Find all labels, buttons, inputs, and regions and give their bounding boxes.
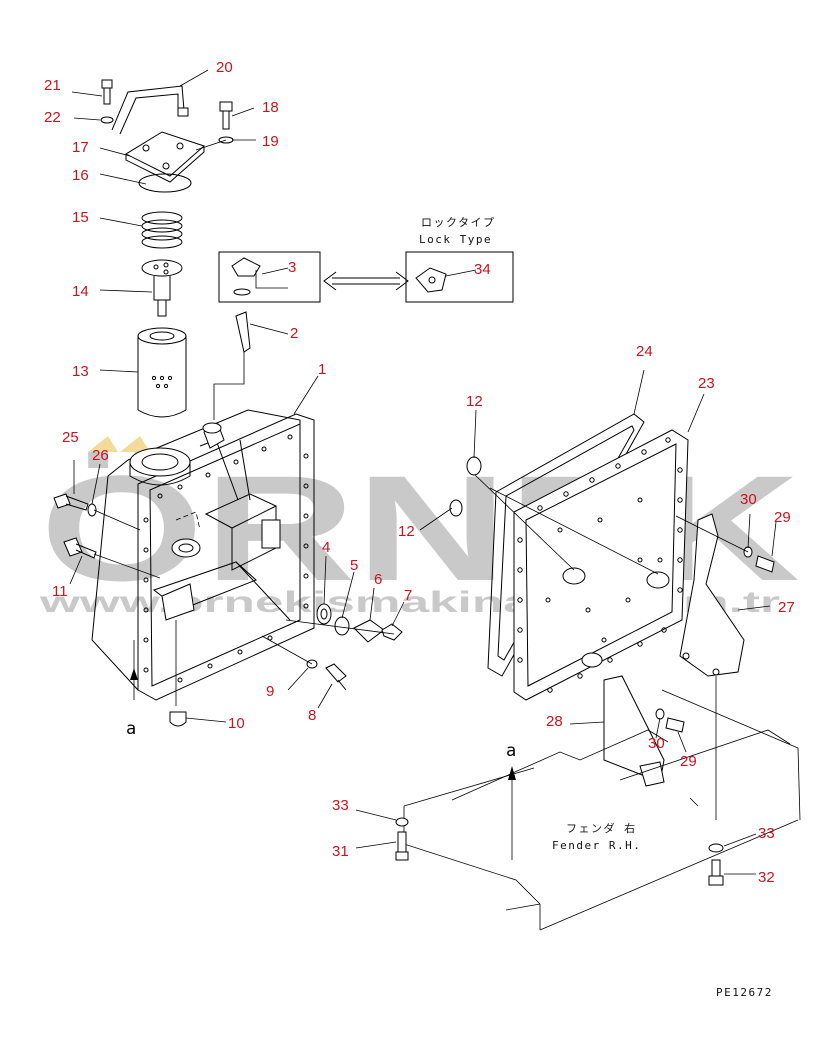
lock-type-japanese-label: ロックタイプ — [421, 216, 496, 229]
callout-13: 13 — [72, 363, 89, 380]
cover-plate — [513, 429, 689, 701]
callout-23: 23 — [698, 375, 715, 392]
callout-30-lower: 30 — [648, 735, 665, 752]
view-marker-right: a — [506, 741, 516, 761]
lock-cap-box — [405, 251, 514, 303]
callout-4: 4 — [322, 539, 330, 556]
view-marker-left: a — [126, 719, 136, 739]
fender-japanese-label: フェンダ 右 — [566, 821, 637, 835]
filter-cap-assembly — [100, 79, 234, 418]
callout-15: 15 — [72, 209, 89, 226]
callout-22: 22 — [44, 109, 61, 126]
blind-plug — [466, 456, 482, 476]
callout-29-lower: 29 — [680, 753, 697, 770]
callout-10: 10 — [228, 715, 245, 732]
callout-11: 11 — [52, 583, 68, 600]
watermark-accent-mark — [120, 436, 150, 452]
callout-20: 20 — [216, 59, 233, 76]
callout-1: 1 — [318, 361, 326, 378]
lock-type-comparison: ロックタイプ Lock Type — [218, 216, 514, 303]
callout-32: 32 — [758, 869, 775, 886]
callout-numbers: 1 2 3 4 5 6 7 8 9 10 11 12 12 13 14 15 1… — [44, 59, 795, 886]
callout-8: 8 — [308, 707, 316, 724]
callout-21: 21 — [44, 77, 61, 94]
callout-28: 28 — [546, 713, 563, 730]
callout-34: 34 — [474, 261, 491, 278]
interchangeable-arrow — [332, 277, 400, 285]
callout-12-upper: 12 — [466, 393, 483, 410]
callout-24: 24 — [636, 343, 653, 360]
fender-outline: フェンダ 右 Fender R.H. — [395, 689, 801, 931]
tank-body — [53, 311, 403, 727]
fender-english-label: Fender R.H. — [552, 839, 641, 852]
callout-17: 17 — [72, 139, 89, 156]
callout-33-right: 33 — [758, 825, 775, 842]
callout-16: 16 — [72, 167, 89, 184]
drawing-code: PE12672 — [716, 986, 773, 999]
callout-2: 2 — [290, 325, 298, 342]
callout-29-upper: 29 — [774, 509, 791, 526]
blind-plug — [449, 499, 463, 517]
standard-cap-box — [218, 251, 321, 303]
lock-type-english-label: Lock Type — [419, 233, 492, 246]
callout-12-lower: 12 — [398, 523, 415, 540]
callout-18: 18 — [262, 99, 279, 116]
callout-7: 7 — [404, 587, 412, 604]
callout-33-left: 33 — [332, 797, 349, 814]
side-bracket — [679, 513, 745, 677]
watermark-accent-mark — [88, 436, 118, 452]
leader-lines — [69, 69, 777, 875]
callout-3: 3 — [288, 259, 296, 276]
callout-9: 9 — [266, 683, 274, 700]
callout-26: 26 — [92, 447, 109, 464]
callout-5: 5 — [350, 557, 358, 574]
callout-14: 14 — [72, 283, 89, 300]
callout-25: 25 — [62, 429, 79, 446]
callout-19: 19 — [262, 133, 279, 150]
callout-31: 31 — [332, 843, 349, 860]
callout-27: 27 — [778, 599, 795, 616]
callout-30-upper: 30 — [740, 491, 757, 508]
callout-6: 6 — [374, 571, 382, 588]
tank-cover-assembly — [449, 413, 775, 860]
